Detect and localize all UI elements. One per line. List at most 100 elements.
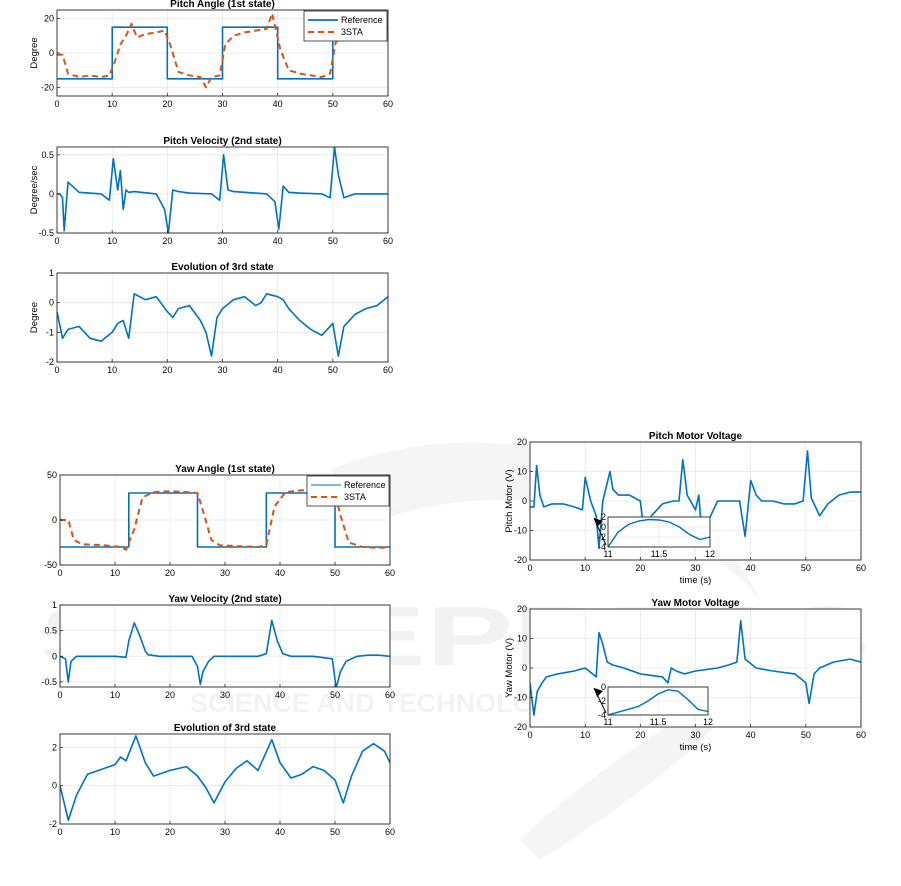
x-tick-label: 20: [162, 365, 172, 375]
y-tick-label: -1: [46, 327, 54, 337]
legend: Reference 3STA: [306, 475, 390, 507]
inset-x-tick-label: 12: [703, 717, 713, 727]
y-axis-label: Degree/sec: [29, 165, 40, 214]
y-axis-label: Degree: [29, 37, 40, 68]
inset-x-tick-label: 11.5: [650, 717, 667, 727]
chart-title: Evolution of 3rd state: [171, 262, 274, 273]
y-tick-label: 50: [47, 470, 57, 480]
x-tick-label: 0: [57, 827, 62, 837]
y-tick-label: -0.5: [41, 677, 57, 687]
legend-label: 3STA: [344, 492, 366, 502]
y-tick-label: 1: [52, 600, 57, 610]
x-axis-label: time (s): [680, 742, 712, 753]
series-line-reference: [60, 492, 390, 548]
y-tick-label: 0: [49, 48, 54, 58]
series-line-0: [60, 735, 390, 822]
inset-arrow-head: [594, 688, 603, 697]
series-line-0: [530, 450, 861, 550]
legend-label: Reference: [341, 15, 383, 25]
x-tick-label: 60: [385, 690, 395, 700]
y-tick-label: -0.5: [38, 228, 54, 238]
y-tick-label: 2: [52, 742, 57, 752]
chart-title: Yaw Velocity (2nd state): [168, 594, 281, 605]
x-tick-label: 50: [801, 563, 811, 573]
x-tick-label: 50: [328, 365, 338, 375]
y-tick-label: -2: [49, 819, 57, 829]
y-axis-label: Degree: [29, 302, 40, 333]
x-tick-label: 0: [527, 730, 532, 740]
x-tick-label: 0: [54, 365, 59, 375]
legend-label: 3STA: [341, 27, 363, 37]
x-tick-label: 30: [217, 99, 227, 109]
x-tick-label: 30: [220, 827, 230, 837]
series-line-reference: [57, 26, 388, 80]
x-tick-label: 40: [746, 730, 756, 740]
x-tick-label: 60: [383, 99, 393, 109]
y-tick-label: 20: [44, 14, 54, 24]
chart-title: Evolution of 3rd state: [174, 723, 277, 734]
x-tick-label: 10: [107, 236, 117, 246]
x-tick-label: 40: [275, 690, 285, 700]
series-line-3sta: [57, 12, 388, 89]
y-tick-label: -10: [514, 526, 527, 536]
x-tick-label: 60: [385, 568, 395, 578]
x-tick-label: 10: [110, 827, 120, 837]
legend-label: Reference: [344, 480, 386, 490]
x-tick-label: 20: [165, 690, 175, 700]
chart-title: Pitch Velocity (2nd state): [163, 136, 281, 147]
inset-y-tick-label: 0: [601, 682, 606, 692]
y-tick-label: -2: [46, 357, 54, 367]
x-tick-label: 0: [57, 690, 62, 700]
series-line-0: [57, 292, 388, 357]
inset-x-tick-label: 11: [603, 717, 612, 727]
x-tick-label: 20: [162, 99, 172, 109]
x-tick-label: 20: [165, 568, 175, 578]
y-tick-label: 0: [522, 496, 527, 506]
y-axis-label: Yaw Motor (V): [504, 638, 515, 698]
series-line-0: [60, 619, 390, 687]
x-tick-label: 30: [690, 563, 700, 573]
inset-arrow-head: [594, 518, 603, 527]
x-tick-label: 0: [54, 99, 59, 109]
x-tick-label: 0: [527, 563, 532, 573]
chart-title: Yaw Motor Voltage: [651, 598, 740, 609]
series-line-0: [57, 147, 388, 233]
legend-box: [303, 10, 388, 42]
y-tick-label: -20: [41, 82, 54, 92]
inset-series-line: [607, 689, 709, 716]
chart-title: Pitch Angle (1st state): [170, 0, 275, 10]
x-tick-label: 30: [220, 690, 230, 700]
watermark-swoosh: [330, 442, 760, 600]
chart-title: Pitch Motor Voltage: [649, 431, 743, 442]
x-tick-label: 50: [330, 568, 340, 578]
x-tick-label: 50: [328, 236, 338, 246]
y-tick-label: 0: [52, 515, 57, 525]
x-tick-label: 20: [635, 730, 645, 740]
x-tick-label: 20: [162, 236, 172, 246]
x-tick-label: 20: [635, 563, 645, 573]
x-tick-label: 50: [328, 99, 338, 109]
inset-y-tick-label: -4: [598, 710, 606, 720]
x-tick-label: 50: [330, 827, 340, 837]
y-tick-label: 20: [517, 437, 527, 447]
x-tick-label: 40: [273, 365, 283, 375]
x-tick-label: 10: [107, 365, 117, 375]
y-tick-label: 0: [52, 781, 57, 791]
inset-frame: [607, 686, 709, 716]
x-tick-label: 60: [383, 365, 393, 375]
x-tick-label: 40: [275, 568, 285, 578]
inset-series-line: [607, 518, 711, 548]
series-line-0: [530, 619, 861, 717]
y-tick-label: 0: [522, 663, 527, 673]
inset-x-tick-label: 11: [603, 549, 612, 559]
x-tick-label: 30: [217, 236, 227, 246]
inset-x-tick-label: 12: [705, 549, 715, 559]
y-tick-label: 0: [52, 651, 57, 661]
y-tick-label: -20: [514, 555, 527, 565]
x-axis-label: time (s): [680, 575, 712, 586]
